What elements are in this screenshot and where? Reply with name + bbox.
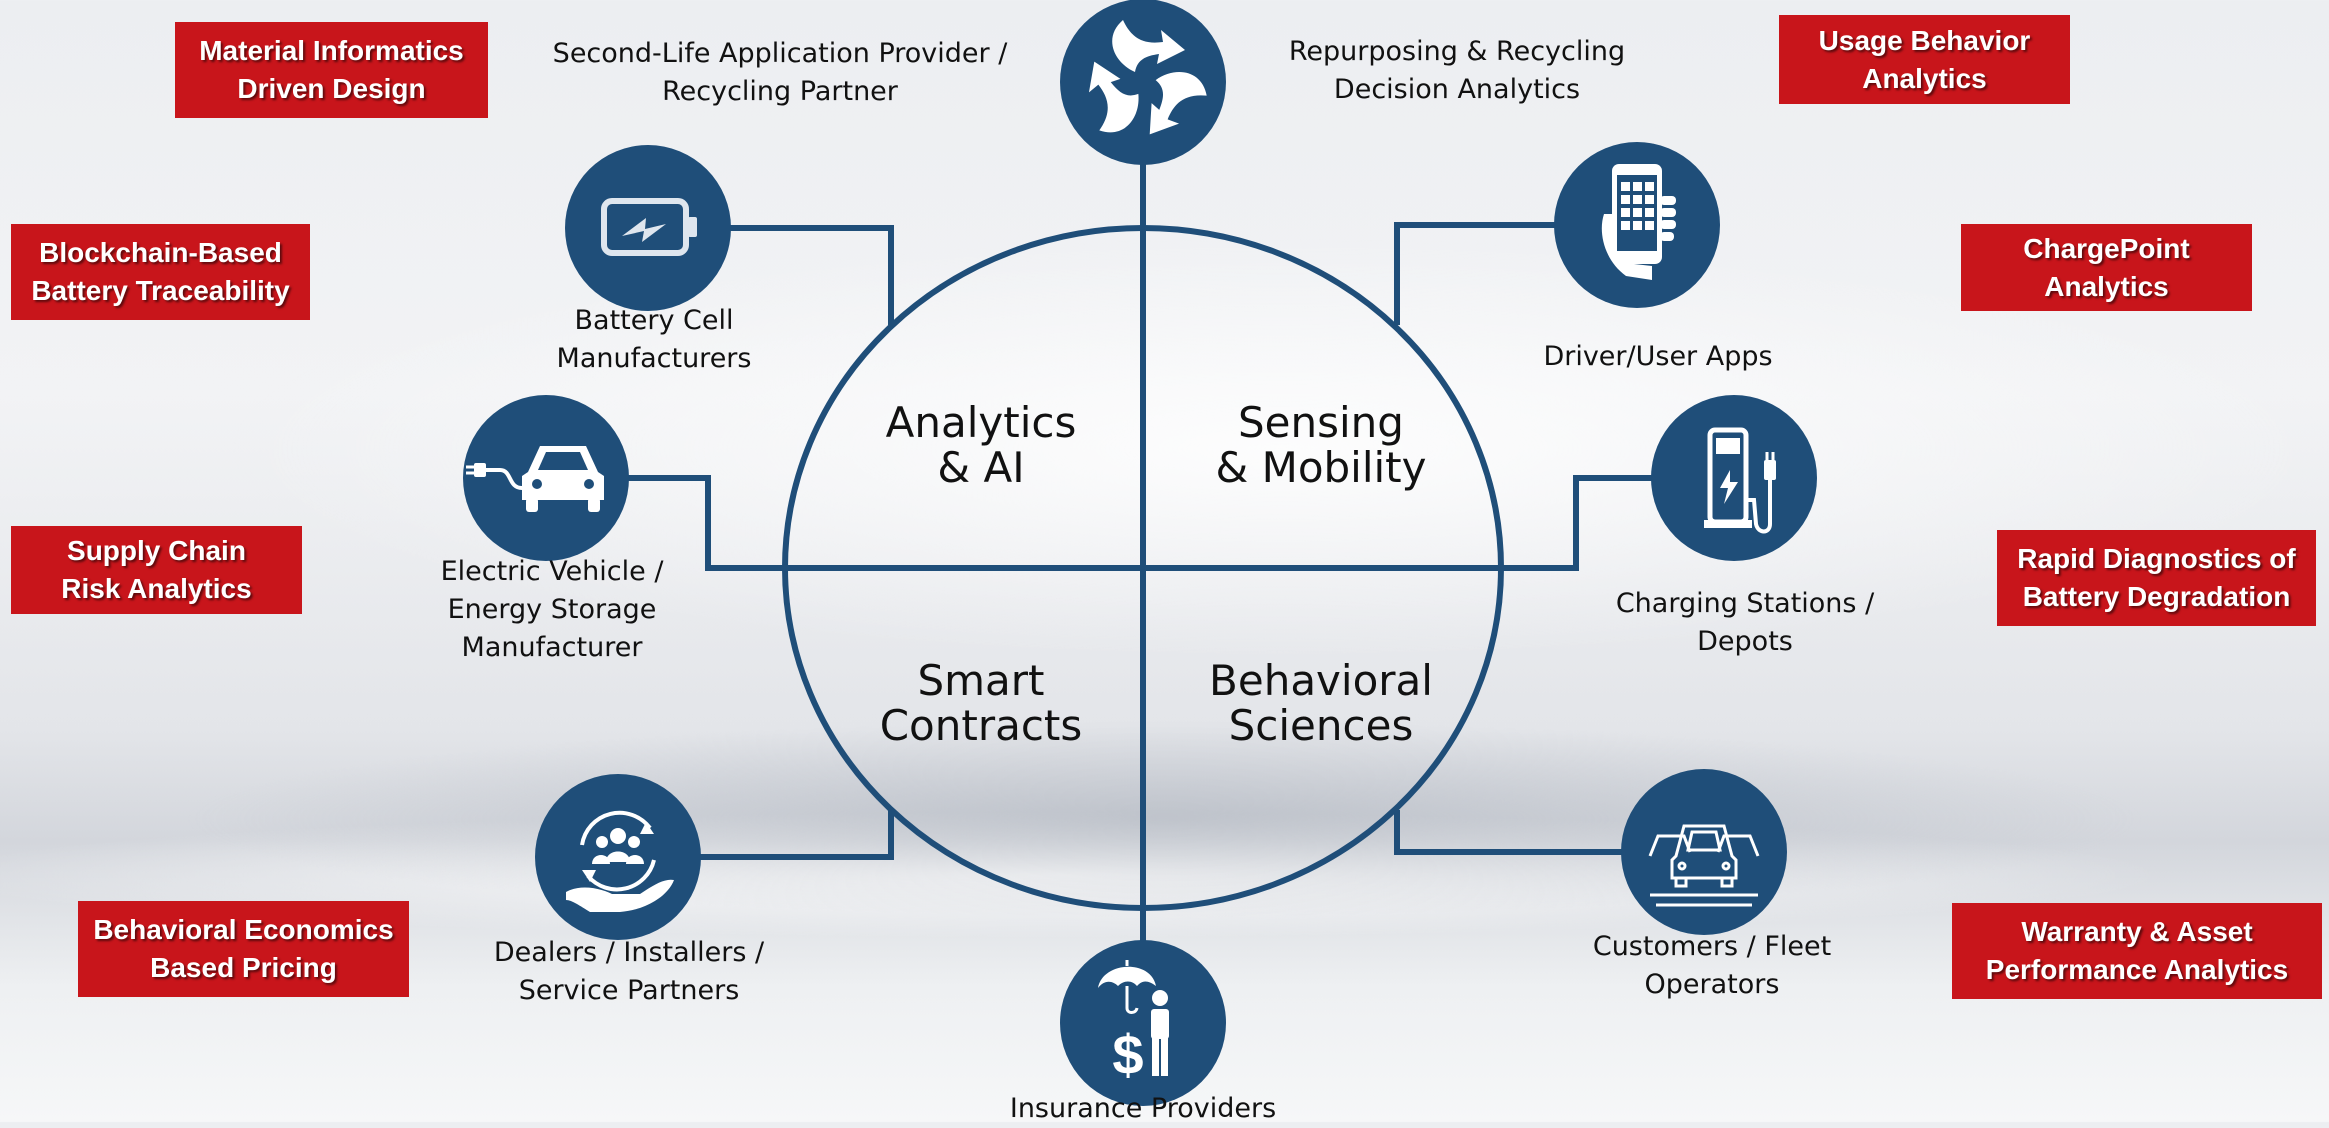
connector-ev: [628, 475, 785, 571]
box-usage-behavior-analytics: Usage Behavior Analytics: [1779, 15, 2070, 104]
quadrant-sensing-mobility: Sensing & Mobility: [1215, 398, 1427, 492]
label-dealers-installers: Dealers / Installers / Service Partners: [493, 937, 765, 1006]
quadrant-analytics-ai: Analytics & AI: [885, 398, 1077, 492]
electric-car-icon: [463, 395, 629, 561]
recycle-icon: [1060, 0, 1226, 165]
connector-fleet: [1394, 810, 1622, 855]
label-charging-stations: Charging Stations / Depots: [1615, 588, 1875, 657]
connector-apps: [1394, 222, 1555, 325]
label-driver-user-apps: Driver/User Apps: [1543, 341, 1773, 372]
label-repurposing-recycling: Repurposing & Recycling Decision Analyti…: [1288, 36, 1626, 105]
connector-battery: [730, 225, 894, 325]
box-blockchain-traceability: Blockchain-Based Battery Traceability: [11, 224, 310, 320]
label-second-life-provider: Second-Life Application Provider / Recyc…: [552, 38, 1008, 107]
box-material-informatics: Material Informatics Driven Design: [175, 22, 488, 118]
charging-station-icon: [1651, 395, 1817, 561]
insurance-umbrella-icon: $: [1060, 940, 1226, 1106]
box-rapid-diagnostics: Rapid Diagnostics of Battery Degradation: [1997, 530, 2316, 626]
label-battery-cell-manufacturers: Battery Cell Manufacturers: [556, 305, 752, 374]
box-supply-chain-risk: Supply Chain Risk Analytics: [11, 526, 302, 614]
label-insurance-providers: Insurance Providers: [1009, 1093, 1277, 1124]
connector-charging: [1501, 475, 1652, 571]
quadrant-behavioral-sciences: Behavioral Sciences: [1209, 656, 1433, 750]
label-customers-fleet: Customers / Fleet Operators: [1592, 931, 1832, 1000]
phone-app-icon: [1554, 142, 1720, 308]
svg-text:$: $: [1112, 1023, 1143, 1086]
connector-dealers: [700, 810, 894, 860]
dealer-service-icon: [535, 774, 701, 940]
fleet-cars-icon: [1621, 769, 1787, 935]
box-warranty-asset-performance: Warranty & Asset Performance Analytics: [1952, 903, 2322, 999]
box-behavioral-economics-pricing: Behavioral Economics Based Pricing: [78, 901, 409, 997]
box-chargepoint-analytics: ChargePoint Analytics: [1961, 224, 2252, 311]
battery-icon: [565, 145, 731, 311]
label-ev-manufacturer: Electric Vehicle / Energy Storage Manufa…: [440, 556, 664, 663]
quadrant-smart-contracts: Smart Contracts: [879, 656, 1083, 750]
connector-lines: [628, 160, 1652, 945]
